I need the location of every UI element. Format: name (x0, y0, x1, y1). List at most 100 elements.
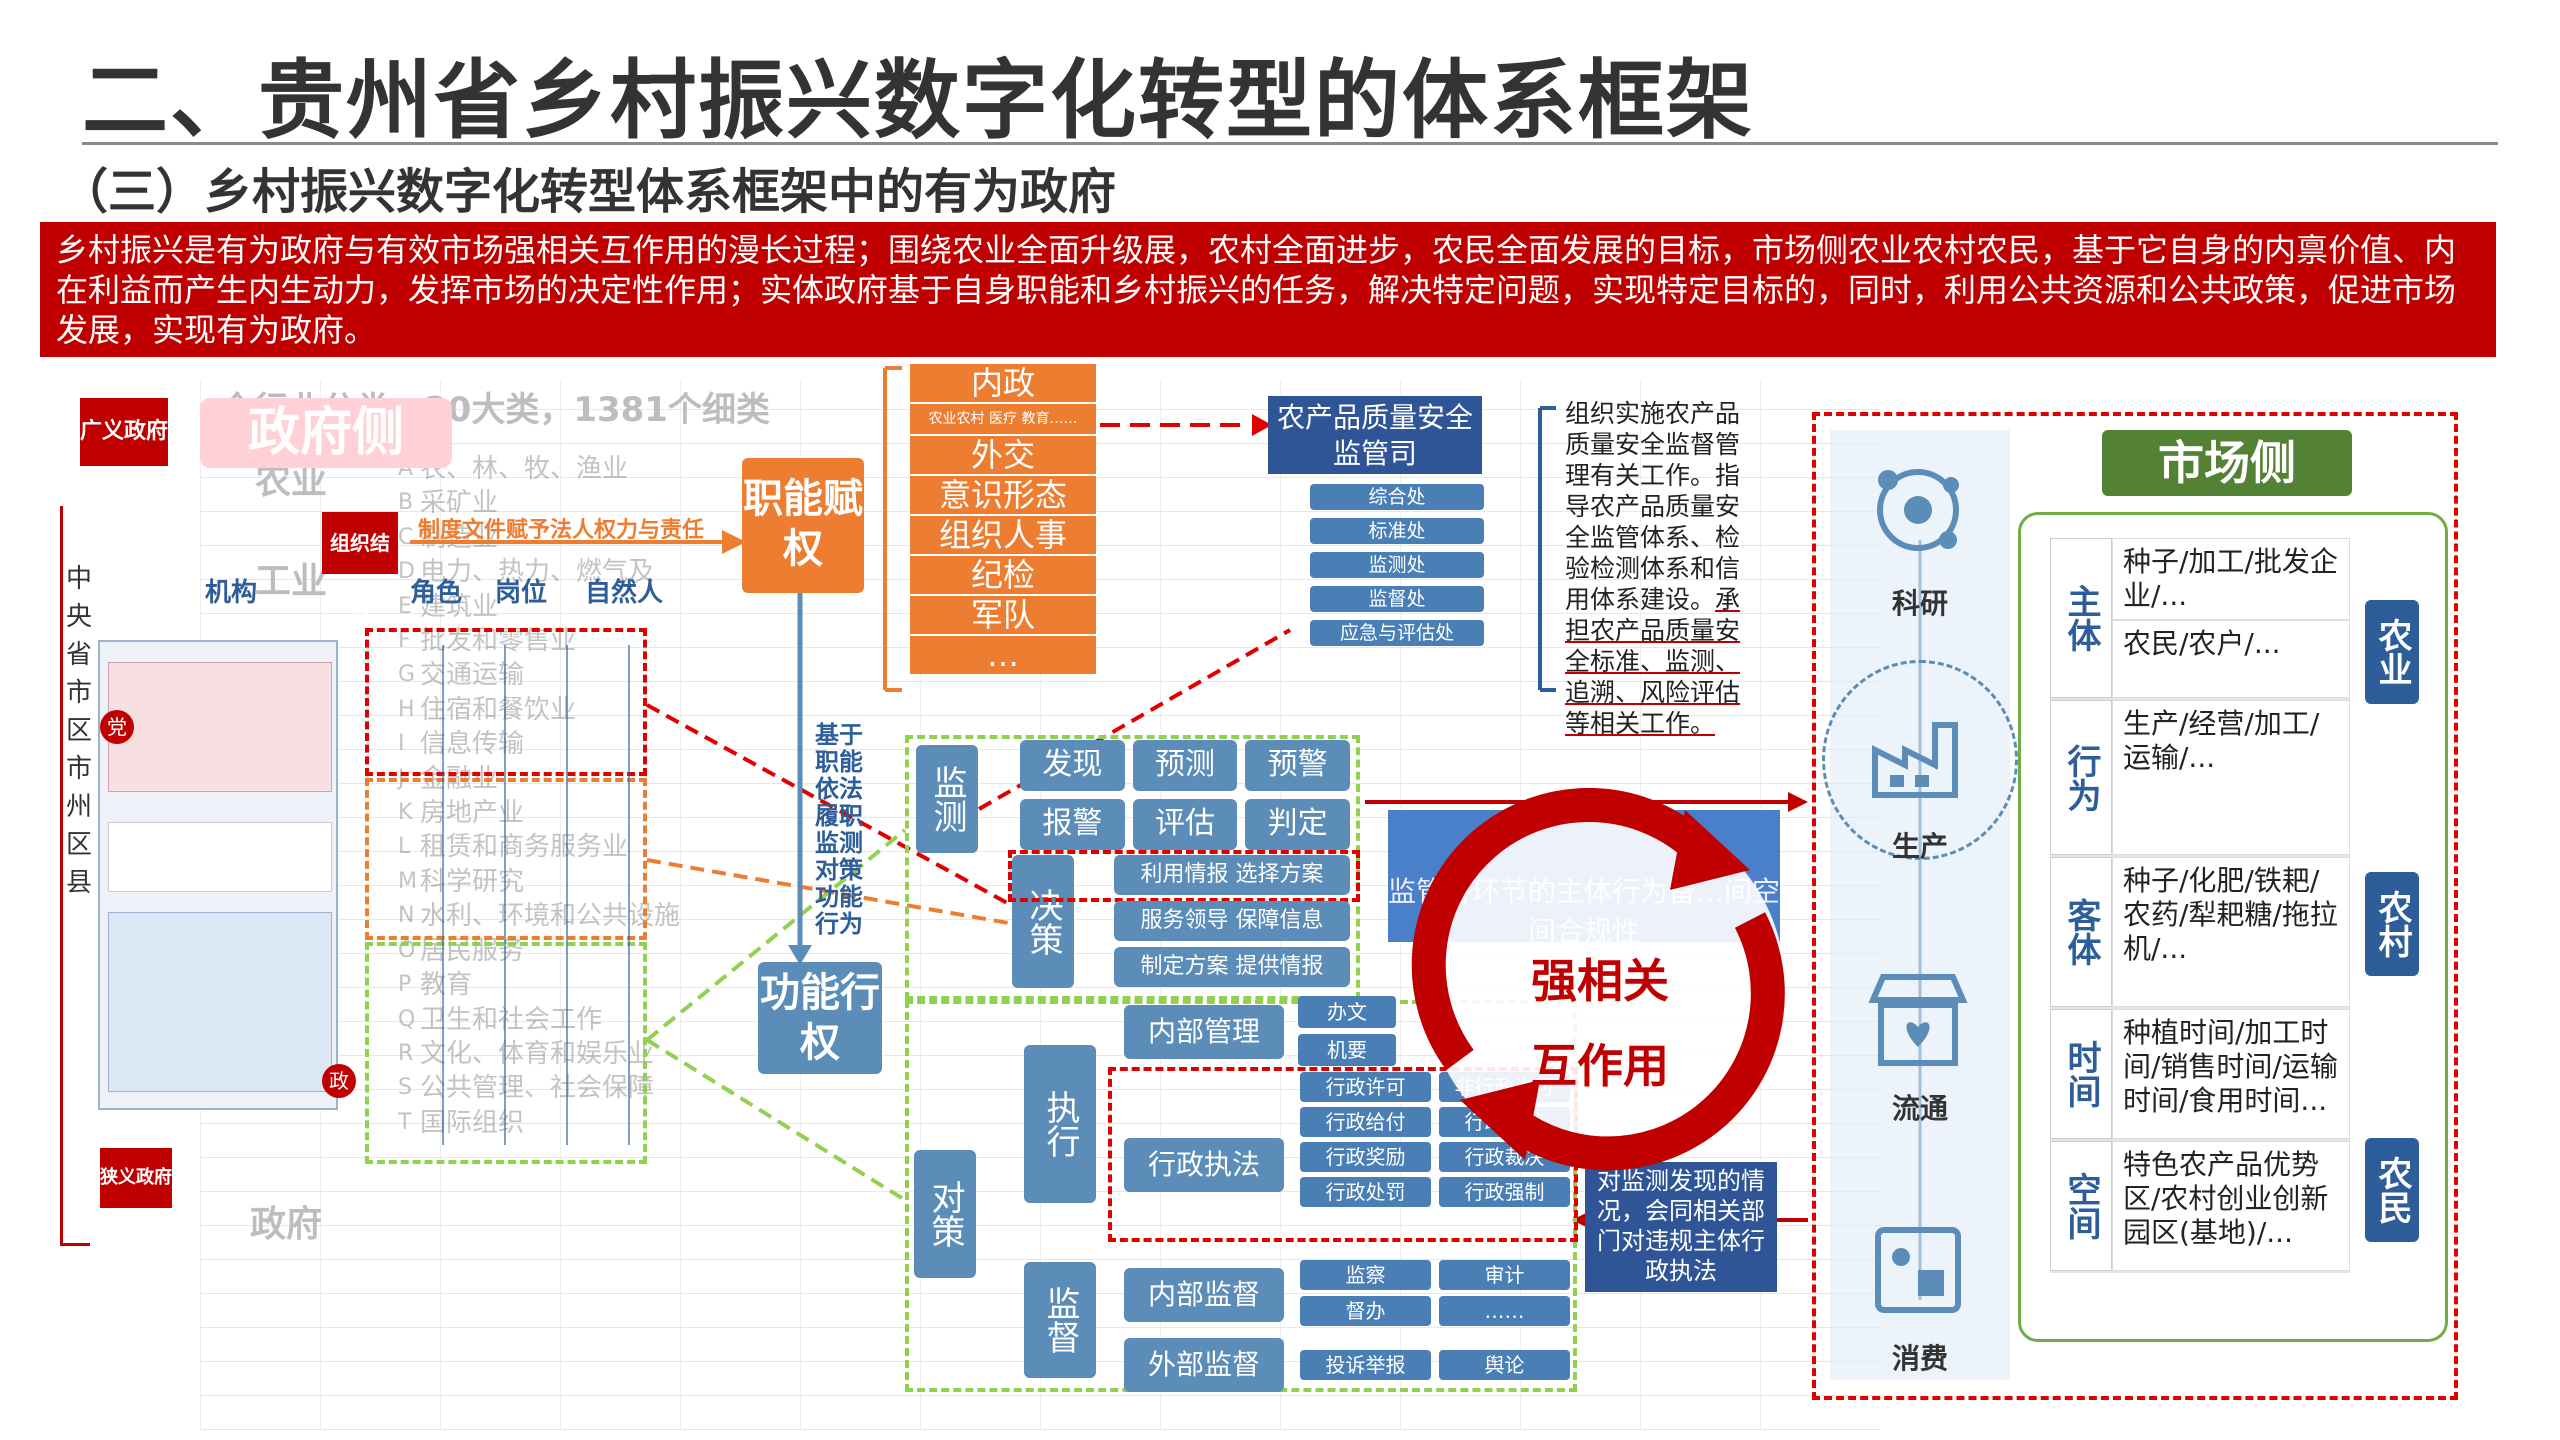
market-row-items: 特色农产品优势区/农村创业创新园区(基地)/... (2112, 1141, 2350, 1271)
market-title: 市场侧 (2102, 430, 2352, 496)
countermeasure-label: 对策 (914, 1150, 976, 1278)
market-row-items: 种植时间/加工时间/销售时间/运输时间/食用时间... (2112, 1009, 2350, 1139)
market-chain-bg (1830, 430, 2010, 1380)
interact-label: 互作用 (1531, 1039, 1669, 1093)
market-row-label: 空间 (2050, 1141, 2112, 1271)
left-bracket (60, 506, 90, 1246)
duty-item: 内政 (910, 364, 1096, 402)
production-circle (1822, 660, 2018, 860)
decision-items: 利用情报 选择方案服务领导 保障信息制定方案 提供情报 (1114, 855, 1350, 993)
gov-badge: 政 (322, 1064, 356, 1098)
post-label: 岗位 (495, 578, 548, 608)
admin-enforce-box: 行政执法 (1124, 1138, 1284, 1192)
agency-desc-a: 组织实施农产品质量安全监督管理有关工作。指导农产品质量安全监管体系、检验检测体系… (1565, 399, 1741, 614)
gov-levels: 中央省市区市州区县 (66, 564, 93, 898)
market-row-item: 种子/化肥/铁耙/农药/犁耙糖/拖拉机/... (2112, 857, 2350, 1007)
research-icon (1858, 450, 1978, 570)
intro-banner: 乡村振兴是有为政府与有效市场强相关互作用的漫长过程；围绕农业全面升级展，农村全面… (40, 222, 2496, 357)
title-rule (82, 142, 2498, 145)
tag-farmer: 农民 (2365, 1138, 2419, 1242)
duty-sub: 农业农村 医疗 教育…… (910, 404, 1096, 434)
internal-sup-item: 监察 (1300, 1260, 1431, 1290)
chain-circulation: 流通 (1891, 1092, 1948, 1125)
market-row: 空间特色农产品优势区/农村创业创新园区(基地)/... (2050, 1141, 2350, 1273)
bg-row: 建筑业 (420, 591, 499, 622)
chain-consumption: 消费 (1891, 1342, 1948, 1375)
market-row-label: 主体 (2050, 538, 2112, 698)
agency-desc: 组织实施农产品质量安全监督管理有关工作。指导农产品质量安全监管体系、检验检测体系… (1565, 398, 1761, 739)
factory-icon (1860, 700, 1980, 810)
strong-label: 强相关 (1531, 954, 1669, 1008)
bg-row: 制造业 (420, 522, 499, 553)
agency-dept: 综合处 (1310, 484, 1484, 510)
agency-dept: 标准处 (1310, 518, 1484, 544)
admin-item: 行政许可 (1300, 1072, 1431, 1102)
admin-item: 行政奖励 (1300, 1142, 1431, 1172)
internal-sup-box: 内部监督 (1124, 1268, 1284, 1322)
cycle-arrows (1411, 787, 1785, 1171)
basis-text: 基于职能依法履职监测对策功能行为 (815, 721, 863, 938)
decision-red-box (1008, 850, 1360, 902)
gov-side-label: 政府侧 (200, 398, 452, 468)
chain-production: 生产 (1891, 830, 1948, 863)
internal-mgmt-box: 内部管理 (1124, 1005, 1284, 1059)
function-exercise-box: 功能行权 (758, 962, 882, 1074)
internal-sup-item: 督办 (1300, 1296, 1431, 1326)
internal-sup-item: 审计 (1439, 1260, 1570, 1290)
duty-empower-box: 职能赋权 (742, 458, 864, 593)
admin-item: 行政处罚 (1300, 1177, 1431, 1207)
ghost-industry: 工业 (255, 561, 328, 602)
monitor-items: 发现预测预警报警评估判定 (1020, 740, 1350, 850)
law-text: 制度文件赋予法人权力与责任 (418, 518, 705, 543)
role-columns (382, 645, 632, 1145)
agency-desc-b: 承担农产品质量安全标准、监测、追溯、风险评估等相关工作。 (1565, 585, 1741, 738)
agency-depts: 综合处标准处监测处监督处应急与评估处 (1310, 484, 1484, 654)
market-row: 客体种子/化肥/铁耙/农药/犁耙糖/拖拉机/... (2050, 857, 2350, 1009)
market-row: 时间种植时间/加工时间/销售时间/运输时间/食用时间... (2050, 1009, 2350, 1141)
bluepanel-bottom: 对监测发现的情况，会同相关部门对违规主体行政执法 (1585, 1162, 1777, 1292)
page-subtitle: （三）乡村振兴数字化转型体系框架中的有为政府 (60, 164, 1117, 220)
bg-letter: E (398, 593, 412, 619)
sup-items: 监察审计督办……投诉举报舆论 (1300, 1260, 1570, 1380)
decision-item: 服务领导 保障信息 (1114, 901, 1350, 941)
market-table-border (2018, 512, 2448, 1342)
market-row-items: 种子/化肥/铁耙/农药/犁耙糖/拖拉机/... (2112, 857, 2350, 1007)
role-label: 角色 (410, 578, 463, 608)
tag-rural: 农村 (2365, 872, 2419, 976)
monitor-item: 预测 (1132, 740, 1238, 791)
monitor-item: 评估 (1132, 799, 1238, 850)
duty-item: 组织人事 (910, 516, 1096, 554)
supervise-label: 监督 (1024, 1262, 1096, 1378)
decision-item: 制定方案 提供情报 (1114, 947, 1350, 987)
bg-letter: D (398, 559, 415, 585)
duty-item: 军队 (910, 596, 1096, 634)
org-chart (98, 640, 338, 1110)
bg-letter: C (398, 524, 414, 550)
duty-item: … (910, 636, 1096, 674)
external-sup-item: 舆论 (1439, 1350, 1570, 1380)
internal-mgmt-item-0: 办文 (1298, 996, 1396, 1028)
internal-sup-item: …… (1439, 1296, 1570, 1326)
market-row-items: 生产/经营/加工/运输/... (2112, 700, 2350, 855)
market-row-label: 时间 (2050, 1009, 2112, 1139)
market-row-items: 种子/加工/批发企业/...农民/农户/... (2112, 538, 2350, 698)
market-row: 行为生产/经营/加工/运输/... (2050, 700, 2350, 857)
ghost-gov: 政府 (250, 1204, 323, 1245)
page-title: 二、贵州省乡村振兴数字化转型的体系框架 (82, 51, 1754, 151)
duty-item: 纪检 (910, 556, 1096, 594)
consumption-icon (1858, 1210, 1978, 1330)
market-rows: 主体种子/加工/批发企业/...农民/农户/...行为生产/经营/加工/运输/.… (2050, 538, 2350, 1273)
org-structure-tag: 组织结构 (322, 512, 398, 617)
gov-block (108, 912, 332, 1092)
party-block (108, 662, 332, 792)
internal-mgmt-item-1: 机要 (1298, 1034, 1396, 1066)
institution-label: 机构 (205, 578, 258, 608)
store-icon (1858, 960, 1978, 1080)
middle-block (108, 822, 332, 892)
bg-row: 采矿业 (420, 488, 499, 519)
monitor-item: 判定 (1245, 799, 1350, 850)
market-row-label: 客体 (2050, 857, 2112, 1007)
external-sup-box: 外部监督 (1124, 1338, 1284, 1392)
admin-item: 行政强制 (1439, 1177, 1570, 1207)
market-row: 主体种子/加工/批发企业/...农民/农户/... (2050, 538, 2350, 700)
